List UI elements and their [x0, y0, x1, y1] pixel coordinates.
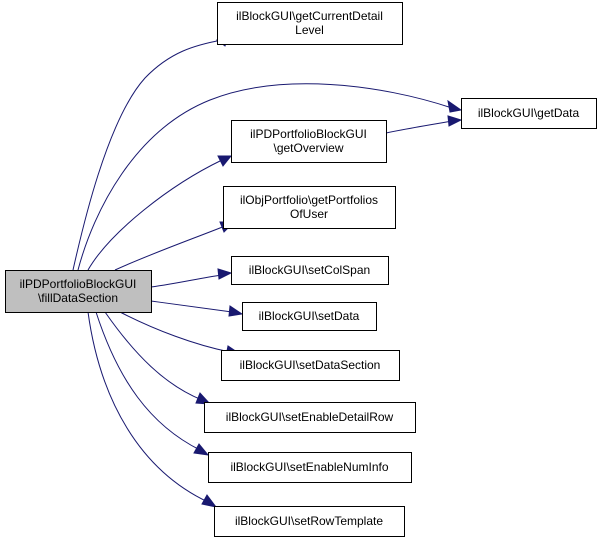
node-set-col-span[interactable]: ilBlockGUI\setColSpan — [231, 256, 389, 285]
edge-arrowhead — [447, 115, 463, 127]
edge-line — [119, 311, 231, 353]
edge-get-overview-to-get-data — [385, 115, 463, 134]
edge-fill-data-section-to-set-col-span — [150, 268, 233, 288]
edge-arrowhead — [447, 99, 463, 113]
edge-line — [95, 311, 201, 451]
edge-line — [385, 120, 453, 134]
edge-line — [114, 225, 226, 271]
node-box — [231, 120, 387, 163]
node-box — [217, 2, 403, 45]
node-box — [231, 256, 389, 285]
node-label-line: ilBlockGUI\setRowTemplate — [235, 514, 383, 528]
edge-fill-data-section-to-set-row-template — [87, 311, 218, 508]
node-label-line: ilBlockGUI\getData — [478, 106, 580, 120]
edge-fill-data-section-to-get-current-detail-level — [72, 34, 230, 271]
edge-arrowhead — [217, 155, 233, 167]
edge-fill-data-section-to-get-portfolios-of-user — [114, 221, 236, 271]
node-fill-data-section[interactable]: ilPDPortfolioBlockGUI\fillDataSection — [5, 270, 152, 313]
node-set-row-template[interactable]: ilBlockGUI\setRowTemplate — [214, 506, 405, 537]
edge-fill-data-section-to-get-data — [77, 83, 463, 271]
edge-arrowhead — [193, 443, 210, 456]
edge-line — [150, 300, 233, 313]
edge-fill-data-section-to-set-enable-detail-row — [104, 311, 212, 405]
node-get-data[interactable]: ilBlockGUI\getData — [461, 98, 597, 129]
node-box — [214, 506, 405, 537]
node-label-line: ilPDPortfolioBlockGUI — [20, 277, 137, 291]
edge-fill-data-section-to-set-data-section — [119, 311, 242, 357]
node-label-line: ilBlockGUI\setEnableDetailRow — [226, 410, 394, 424]
edge-line — [104, 311, 203, 401]
node-label-line: ilObjPortfolio\getPortfolios — [240, 193, 378, 207]
edge-arrowhead — [201, 494, 218, 508]
edge-line — [72, 39, 223, 271]
nodes-layer: ilPDPortfolioBlockGUI\fillDataSectionilB… — [5, 2, 597, 537]
edge-line — [87, 311, 209, 503]
node-label-line: \getOverview — [273, 141, 343, 155]
edge-fill-data-section-to-set-data — [150, 300, 244, 317]
node-label-line: ilBlockGUI\setEnableNumInfo — [230, 460, 388, 474]
node-box — [223, 186, 396, 229]
edge-line — [77, 83, 453, 271]
edge-line — [150, 274, 223, 288]
node-box — [208, 452, 412, 483]
edge-arrowhead — [228, 305, 244, 317]
edge-fill-data-section-to-set-enable-num-info — [95, 311, 210, 456]
node-label-line: ilPDPortfolioBlockGUI — [250, 127, 367, 141]
node-label-line: ilBlockGUI\setColSpan — [249, 263, 370, 277]
edge-arrowhead — [217, 268, 233, 280]
edge-arrowhead — [195, 392, 212, 405]
node-set-enable-num-info[interactable]: ilBlockGUI\setEnableNumInfo — [208, 452, 412, 483]
node-label-line: Level — [295, 23, 324, 37]
edge-line — [87, 159, 223, 271]
node-label-line: \fillDataSection — [38, 291, 118, 305]
node-box — [5, 270, 152, 313]
node-box — [242, 302, 377, 331]
node-set-data-section[interactable]: ilBlockGUI\setDataSection — [221, 350, 400, 381]
node-label-line: ilBlockGUI\setDataSection — [240, 358, 381, 372]
node-box — [204, 402, 416, 433]
node-set-enable-detail-row[interactable]: ilBlockGUI\setEnableDetailRow — [204, 402, 416, 433]
node-set-data[interactable]: ilBlockGUI\setData — [242, 302, 377, 331]
edge-fill-data-section-to-get-overview — [87, 155, 233, 271]
node-box — [461, 98, 597, 129]
node-box — [221, 350, 400, 381]
node-get-overview[interactable]: ilPDPortfolioBlockGUI\getOverview — [231, 120, 387, 163]
node-label-line: OfUser — [290, 207, 328, 221]
node-label-line: ilBlockGUI\getCurrentDetail — [236, 9, 383, 23]
node-label-line: ilBlockGUI\setData — [259, 309, 360, 323]
